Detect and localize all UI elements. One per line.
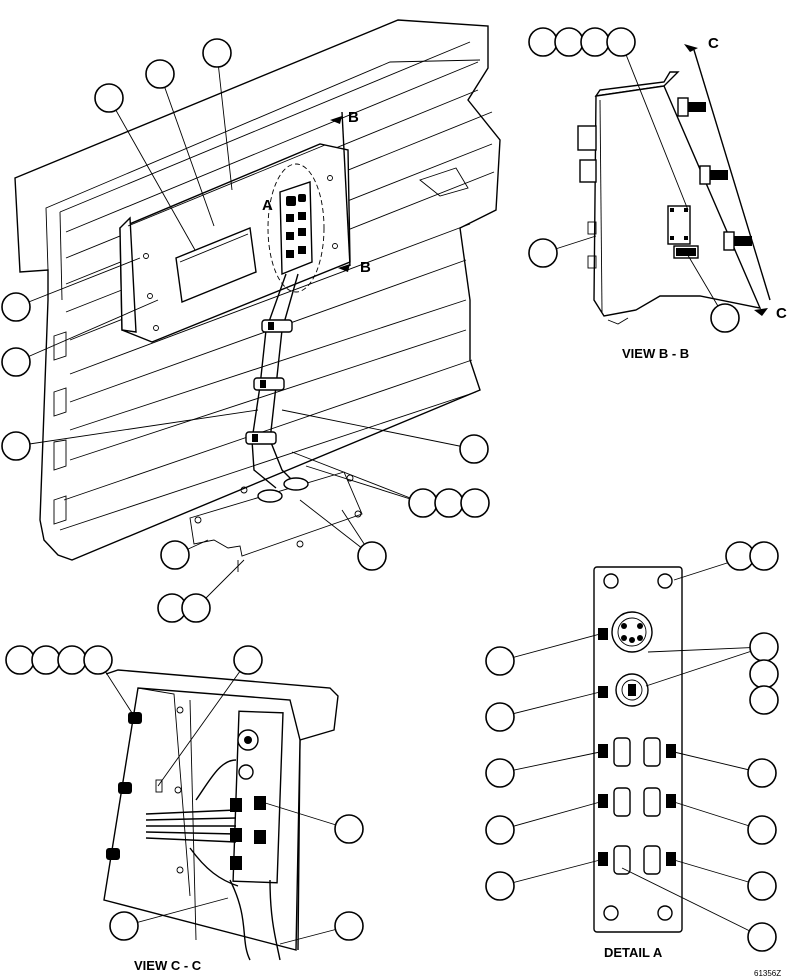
drawing-number: 61356Z xyxy=(754,969,781,978)
section-arrow-b-top xyxy=(330,116,342,124)
floor-plate xyxy=(189,471,363,557)
section-label-b-top: B xyxy=(348,109,359,126)
section-arrow-b-bottom xyxy=(338,264,350,272)
main-callout-bubbles xyxy=(1,38,490,623)
bb-internal-connector xyxy=(667,205,691,245)
section-arrow-c-bottom xyxy=(754,308,768,316)
section-line-c xyxy=(693,49,771,301)
main-view-leaders xyxy=(15,52,475,609)
detail-a: DETAIL A xyxy=(485,541,779,960)
view-bb: C C VIEW B - B xyxy=(528,27,787,361)
section-line-b xyxy=(341,111,351,267)
section-arrow-c-top xyxy=(684,44,698,52)
detail-a-marker: A xyxy=(262,197,273,214)
section-label-b-bottom: B xyxy=(360,259,371,276)
dsub-connectors xyxy=(613,737,661,875)
connector-panel xyxy=(267,163,325,293)
view-bb-title: VIEW B - B xyxy=(622,346,689,361)
view-cc: VIEW C - C xyxy=(5,645,364,973)
detail-a-title: DETAIL A xyxy=(604,945,663,960)
cc-wire-bundle xyxy=(145,759,281,961)
cable-bundle xyxy=(245,273,299,489)
detail-a-panel xyxy=(593,566,683,933)
connector-tags xyxy=(598,628,676,866)
main-isometric-view: B B A xyxy=(1,19,501,623)
wall-panel-outline xyxy=(14,19,501,561)
view-cc-title: VIEW C - C xyxy=(134,958,202,973)
bb-bolts xyxy=(677,97,752,251)
section-label-c-top: C xyxy=(708,35,719,52)
section-label-c-bottom: C xyxy=(776,305,787,322)
